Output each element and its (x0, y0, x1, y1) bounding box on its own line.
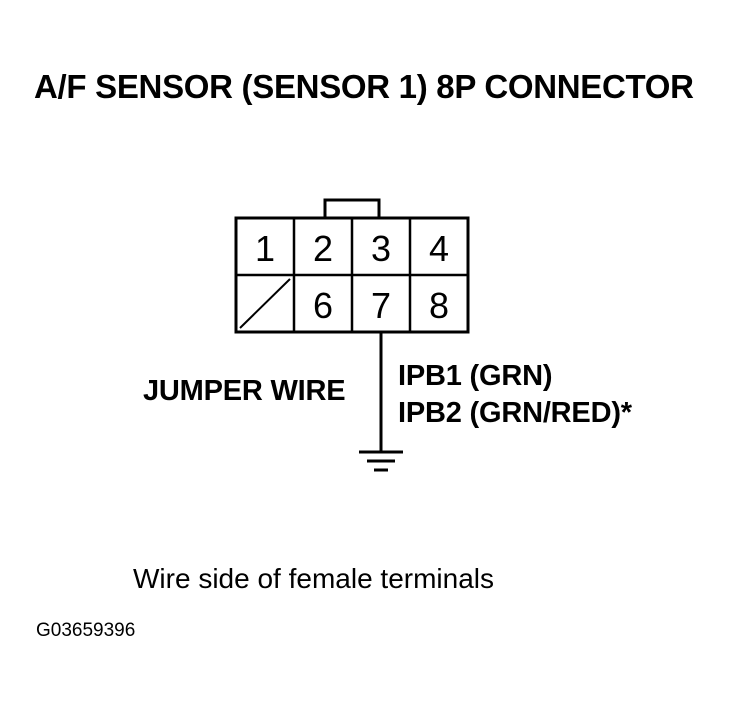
figure-id: G03659396 (36, 620, 136, 641)
empty-cavity-mark (239, 278, 291, 329)
wire-label-ipb2: IPB2 (GRN/RED)* (398, 397, 632, 429)
pin-8: 8 (429, 285, 449, 326)
pin-1: 1 (255, 228, 275, 269)
pin-2: 2 (313, 228, 333, 269)
view-caption: Wire side of female terminals (133, 563, 495, 594)
wire-label-ipb1: IPB1 (GRN) (398, 360, 553, 392)
ground-icon (359, 450, 403, 472)
connector-lock-tab (323, 198, 381, 218)
pin-4: 4 (429, 228, 449, 269)
diagram-title: A/F SENSOR (SENSOR 1) 8P CONNECTOR (34, 68, 694, 105)
pin-6: 6 (313, 285, 333, 326)
jumper-wire-label: JUMPER WIRE (143, 375, 346, 407)
pin-3: 3 (371, 228, 391, 269)
pin-7: 7 (371, 285, 391, 326)
